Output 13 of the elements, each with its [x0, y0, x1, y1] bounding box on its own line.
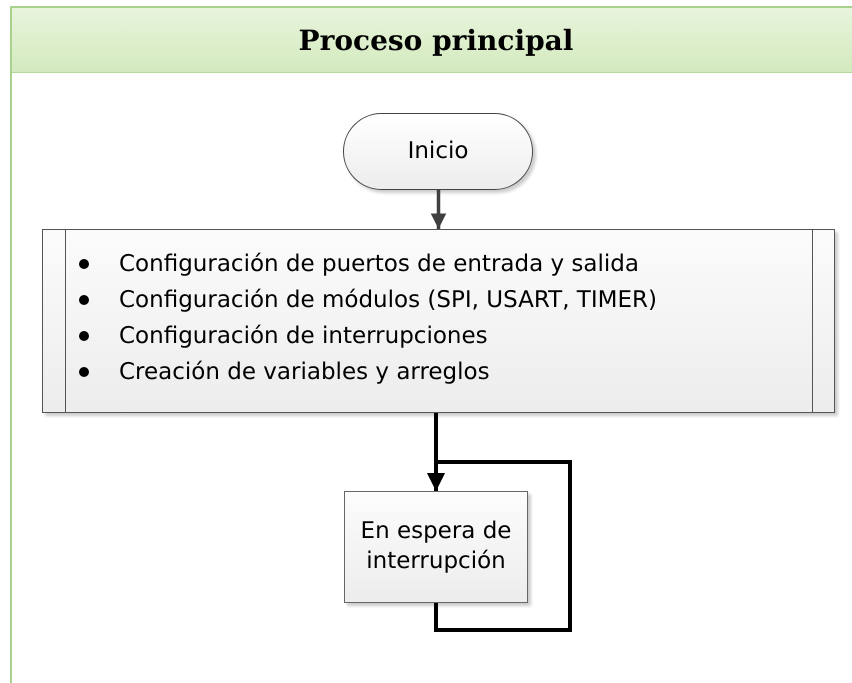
- process-box: [344, 491, 528, 603]
- list-item-text: Configuración de interrupciones: [119, 322, 488, 351]
- node-text: Inicio: [406, 136, 470, 166]
- list-item-text: Configuración de puertos de entrada y salida: [119, 250, 639, 279]
- list-item-text: Configuración de módulos (SPI, USART, TIMER): [119, 286, 657, 315]
- arrow: [427, 460, 572, 632]
- terminator-shape: [343, 113, 533, 190]
- lane-title: Proceso principal: [298, 24, 574, 56]
- list-item-text: Creación de variables y arreglos: [119, 358, 490, 387]
- node-text: En espera de interrupción: [360, 517, 512, 576]
- swimlane-panel: [10, 6, 852, 683]
- predefined-process-box: [42, 229, 835, 413]
- arrow: [430, 190, 446, 229]
